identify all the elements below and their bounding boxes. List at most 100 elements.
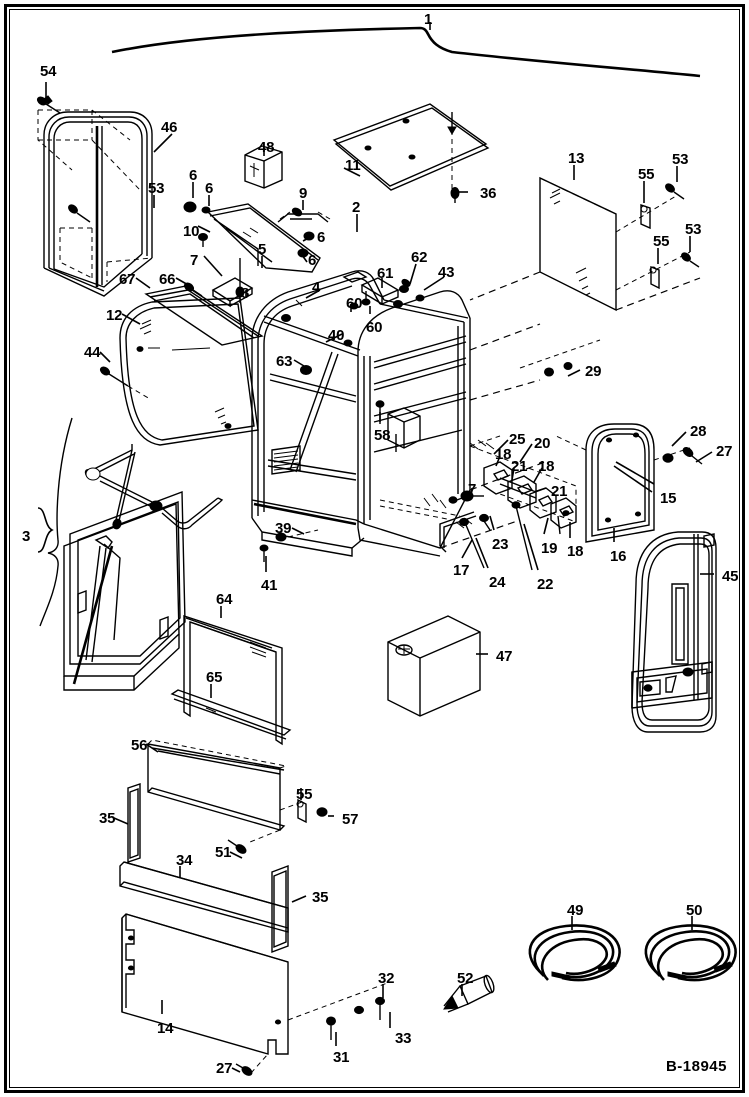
callout-number-52: 52 — [457, 970, 474, 987]
part-11-roof-panel — [332, 103, 490, 203]
page-border-inner — [9, 9, 740, 1088]
callout-number-13: 13 — [568, 150, 585, 167]
callout-number-53: 53 — [685, 221, 702, 238]
callout-number-21: 21 — [511, 458, 528, 475]
part-29-washers — [519, 339, 601, 377]
callout-number-33: 33 — [395, 1030, 412, 1047]
callout-number-43: 43 — [438, 264, 455, 281]
hinge-hardware-cluster — [439, 435, 577, 571]
callout-number-47: 47 — [496, 648, 513, 665]
callout-number-66: 66 — [159, 271, 176, 288]
callout-number-60: 60 — [346, 295, 363, 312]
callout-number-36: 36 — [480, 185, 497, 202]
callout-number-7: 7 — [468, 481, 477, 498]
callout-number-11: 11 — [345, 157, 361, 174]
callout-number-19: 19 — [541, 540, 558, 557]
part-49-hose — [528, 924, 621, 982]
callout-number-32: 32 — [378, 970, 395, 987]
callout-number-56: 56 — [131, 737, 148, 754]
callout-number-57: 57 — [342, 811, 359, 828]
callout-number-55: 55 — [638, 166, 655, 183]
callout-number-8: 8 — [241, 285, 250, 302]
callout-number-14: 14 — [157, 1020, 174, 1037]
callout-number-41: 41 — [261, 577, 278, 594]
callout-number-60: 60 — [366, 319, 383, 336]
callout-number-40: 40 — [328, 327, 345, 344]
callout-number-3: 3 — [22, 528, 31, 545]
part-46-front-window-seal-frame — [43, 111, 153, 297]
callout-number-58: 58 — [374, 427, 391, 444]
callout-number-25: 25 — [509, 431, 526, 448]
part-45-door-frame-assembly — [631, 531, 717, 733]
part-16-side-window-frame — [555, 423, 703, 543]
part-48-relay-box — [244, 145, 283, 189]
callout-number-45: 45 — [722, 568, 739, 585]
callout-number-48: 48 — [258, 139, 275, 156]
callout-number-20: 20 — [534, 435, 551, 452]
callout-number-6: 6 — [317, 229, 326, 246]
callout-number-39: 39 — [275, 520, 292, 537]
callout-number-12: 12 — [106, 307, 123, 324]
callout-number-46: 46 — [161, 119, 178, 136]
callout-number-53: 53 — [148, 180, 165, 197]
callout-number-17: 17 — [453, 562, 470, 579]
callout-number-18: 18 — [538, 458, 555, 475]
callout-number-7: 7 — [190, 252, 199, 269]
callout-number-4: 4 — [312, 279, 321, 296]
callout-number-62: 62 — [411, 249, 428, 266]
callout-number-1: 1 — [424, 11, 433, 28]
callout-number-34: 34 — [176, 852, 193, 869]
part-34-trim-strip — [119, 861, 289, 933]
callout-number-55: 55 — [653, 233, 670, 250]
callout-number-21: 21 — [551, 483, 568, 500]
callout-leaders — [45, 22, 714, 1073]
callout-number-27: 27 — [216, 1060, 233, 1077]
callout-number-67: 67 — [119, 271, 136, 288]
callout-number-31: 31 — [333, 1049, 350, 1066]
callout-number-18: 18 — [495, 446, 512, 463]
callout-number-50: 50 — [686, 902, 703, 919]
callout-number-61: 61 — [377, 265, 394, 282]
callout-number-16: 16 — [610, 548, 627, 565]
callout-number-27: 27 — [716, 443, 733, 460]
page-border-outer — [4, 4, 745, 1093]
callout-number-65: 65 — [206, 669, 223, 686]
callout-number-9: 9 — [299, 185, 308, 202]
callout-number-55: 55 — [296, 786, 313, 803]
part-64-seal-frame-upper — [183, 615, 283, 746]
part-52-sealant-tube — [443, 974, 495, 1013]
callout-number-2: 2 — [352, 199, 361, 216]
callout-3-brace — [37, 507, 54, 553]
part-3-door-assembly — [39, 417, 224, 691]
callout-number-29: 29 — [585, 363, 602, 380]
callout-number-22: 22 — [537, 576, 554, 593]
part-35-trim-strip-left — [127, 783, 141, 863]
part-65-seal-strip — [170, 689, 292, 740]
drawing-number: B-18945 — [665, 1058, 727, 1075]
part-56-rear-panel — [147, 739, 328, 854]
part-14-lower-rear-panel — [121, 913, 391, 1076]
part-54-screw — [36, 95, 141, 191]
callout-number-10: 10 — [183, 223, 200, 240]
callout-number-6: 6 — [189, 167, 198, 184]
part-13-rear-glass — [469, 176, 701, 312]
callout-number-23: 23 — [492, 536, 509, 553]
callout-number-35: 35 — [312, 889, 329, 906]
callout-number-63: 63 — [276, 353, 293, 370]
callout-number-6: 6 — [308, 252, 317, 269]
part-47-washer-reservoir — [387, 615, 481, 717]
callout-number-28: 28 — [690, 423, 707, 440]
part-50-hose — [644, 924, 737, 982]
callout-number-53: 53 — [672, 151, 689, 168]
part-35-trim-strip-right — [271, 864, 289, 954]
callout-number-6: 6 — [205, 180, 214, 197]
callout-number-64: 64 — [216, 591, 233, 608]
callout-number-24: 24 — [489, 574, 506, 591]
callout-number-54: 54 — [40, 63, 57, 80]
part-2-cab-frame — [251, 270, 546, 562]
part-5-bracket-rail — [183, 201, 331, 308]
part-1-cab-assembly-brace — [111, 26, 701, 78]
callout-number-35: 35 — [99, 810, 116, 827]
